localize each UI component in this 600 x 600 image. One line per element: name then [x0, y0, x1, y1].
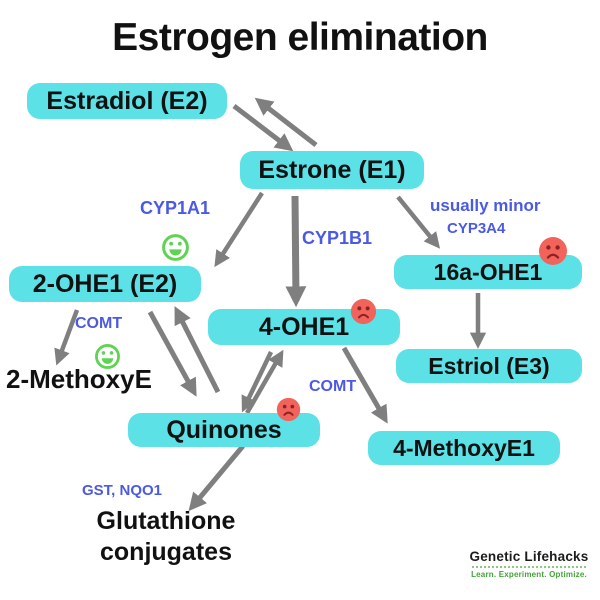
node-label: Estrone (E1): [258, 155, 406, 184]
arrow-estradiol-to-estrone: [232, 104, 294, 152]
enzyme-label-cyp1a1: CYP1A1: [140, 198, 211, 218]
logo-tagline: Learn. Experiment. Optimize.: [471, 570, 587, 579]
node-2-ohe1: 2-OHE1 (E2): [9, 266, 201, 302]
node-2-methoxye: 2-MethoxyE: [6, 364, 152, 394]
arrow-quinones-to-glutathione: [188, 444, 245, 512]
node-label: 4-MethoxyE1: [393, 434, 535, 461]
smiley-face-icon: [94, 343, 121, 375]
arrow-2ohe1-to-2methoxye: [54, 309, 80, 366]
enzyme-label-comt-right: COMT: [309, 378, 357, 395]
arrow-estrone-to-4ohe1: [285, 195, 307, 308]
node-label: Estradiol (E2): [46, 86, 208, 115]
arrow-4ohe1-to-4methoxye1: [341, 346, 388, 424]
sad-face-icon: [276, 397, 301, 427]
page-title: Estrogen elimination: [112, 16, 488, 59]
node-label: 2-OHE1 (E2): [32, 269, 178, 298]
enzyme-label-cyp1b1: CYP1B1: [302, 228, 373, 248]
node-label: 4-OHE1: [258, 312, 350, 341]
enzyme-label-comt-left: COMT: [75, 315, 123, 332]
sad-face-icon: [350, 298, 377, 330]
arrow-estrone-to-2ohe1: [214, 191, 264, 268]
node-label: Estriol (E3): [428, 352, 550, 379]
smiley-face-icon: [161, 233, 190, 267]
arrow-4ohe1-to-quinones: [241, 351, 274, 413]
arrow-estrone-to-estradiol: [254, 97, 318, 147]
node-label: Quinones: [166, 415, 282, 444]
node-label-line2: conjugates: [100, 538, 232, 567]
logo-dotted-divider: [472, 566, 586, 568]
node-estriol-e3: Estriol (E3): [396, 349, 582, 383]
node-estrone-e1: Estrone (E1): [240, 151, 424, 189]
sad-face-icon: [538, 236, 568, 271]
node-4-methoxye1: 4-MethoxyE1: [368, 431, 560, 465]
arrow-estrone-to-16aohe1: [396, 195, 441, 249]
arrow-quinones-to-4ohe1: [245, 349, 284, 415]
logo-name: Genetic Lifehacks: [469, 549, 589, 564]
genetic-lifehacks-logo: Genetic Lifehacks Learn. Experiment. Opt…: [468, 549, 590, 579]
node-estradiol-e2: Estradiol (E2): [27, 83, 227, 119]
enzyme-label-gst-nqo1: GST, NQO1: [82, 482, 163, 499]
arrow-quinones-to-2ohe1: [174, 306, 221, 394]
node-label: 16a-OHE1: [433, 258, 543, 285]
node-label-line1: Glutathione: [96, 507, 236, 535]
enzyme-label-cyp3a4: CYP3A4: [447, 220, 506, 237]
annotation-usually-minor: usually minor: [430, 196, 541, 215]
arrow-2ohe1-to-quinones: [147, 310, 197, 397]
node-glutathione-conjugates: Glutathione conjugates: [68, 506, 264, 569]
